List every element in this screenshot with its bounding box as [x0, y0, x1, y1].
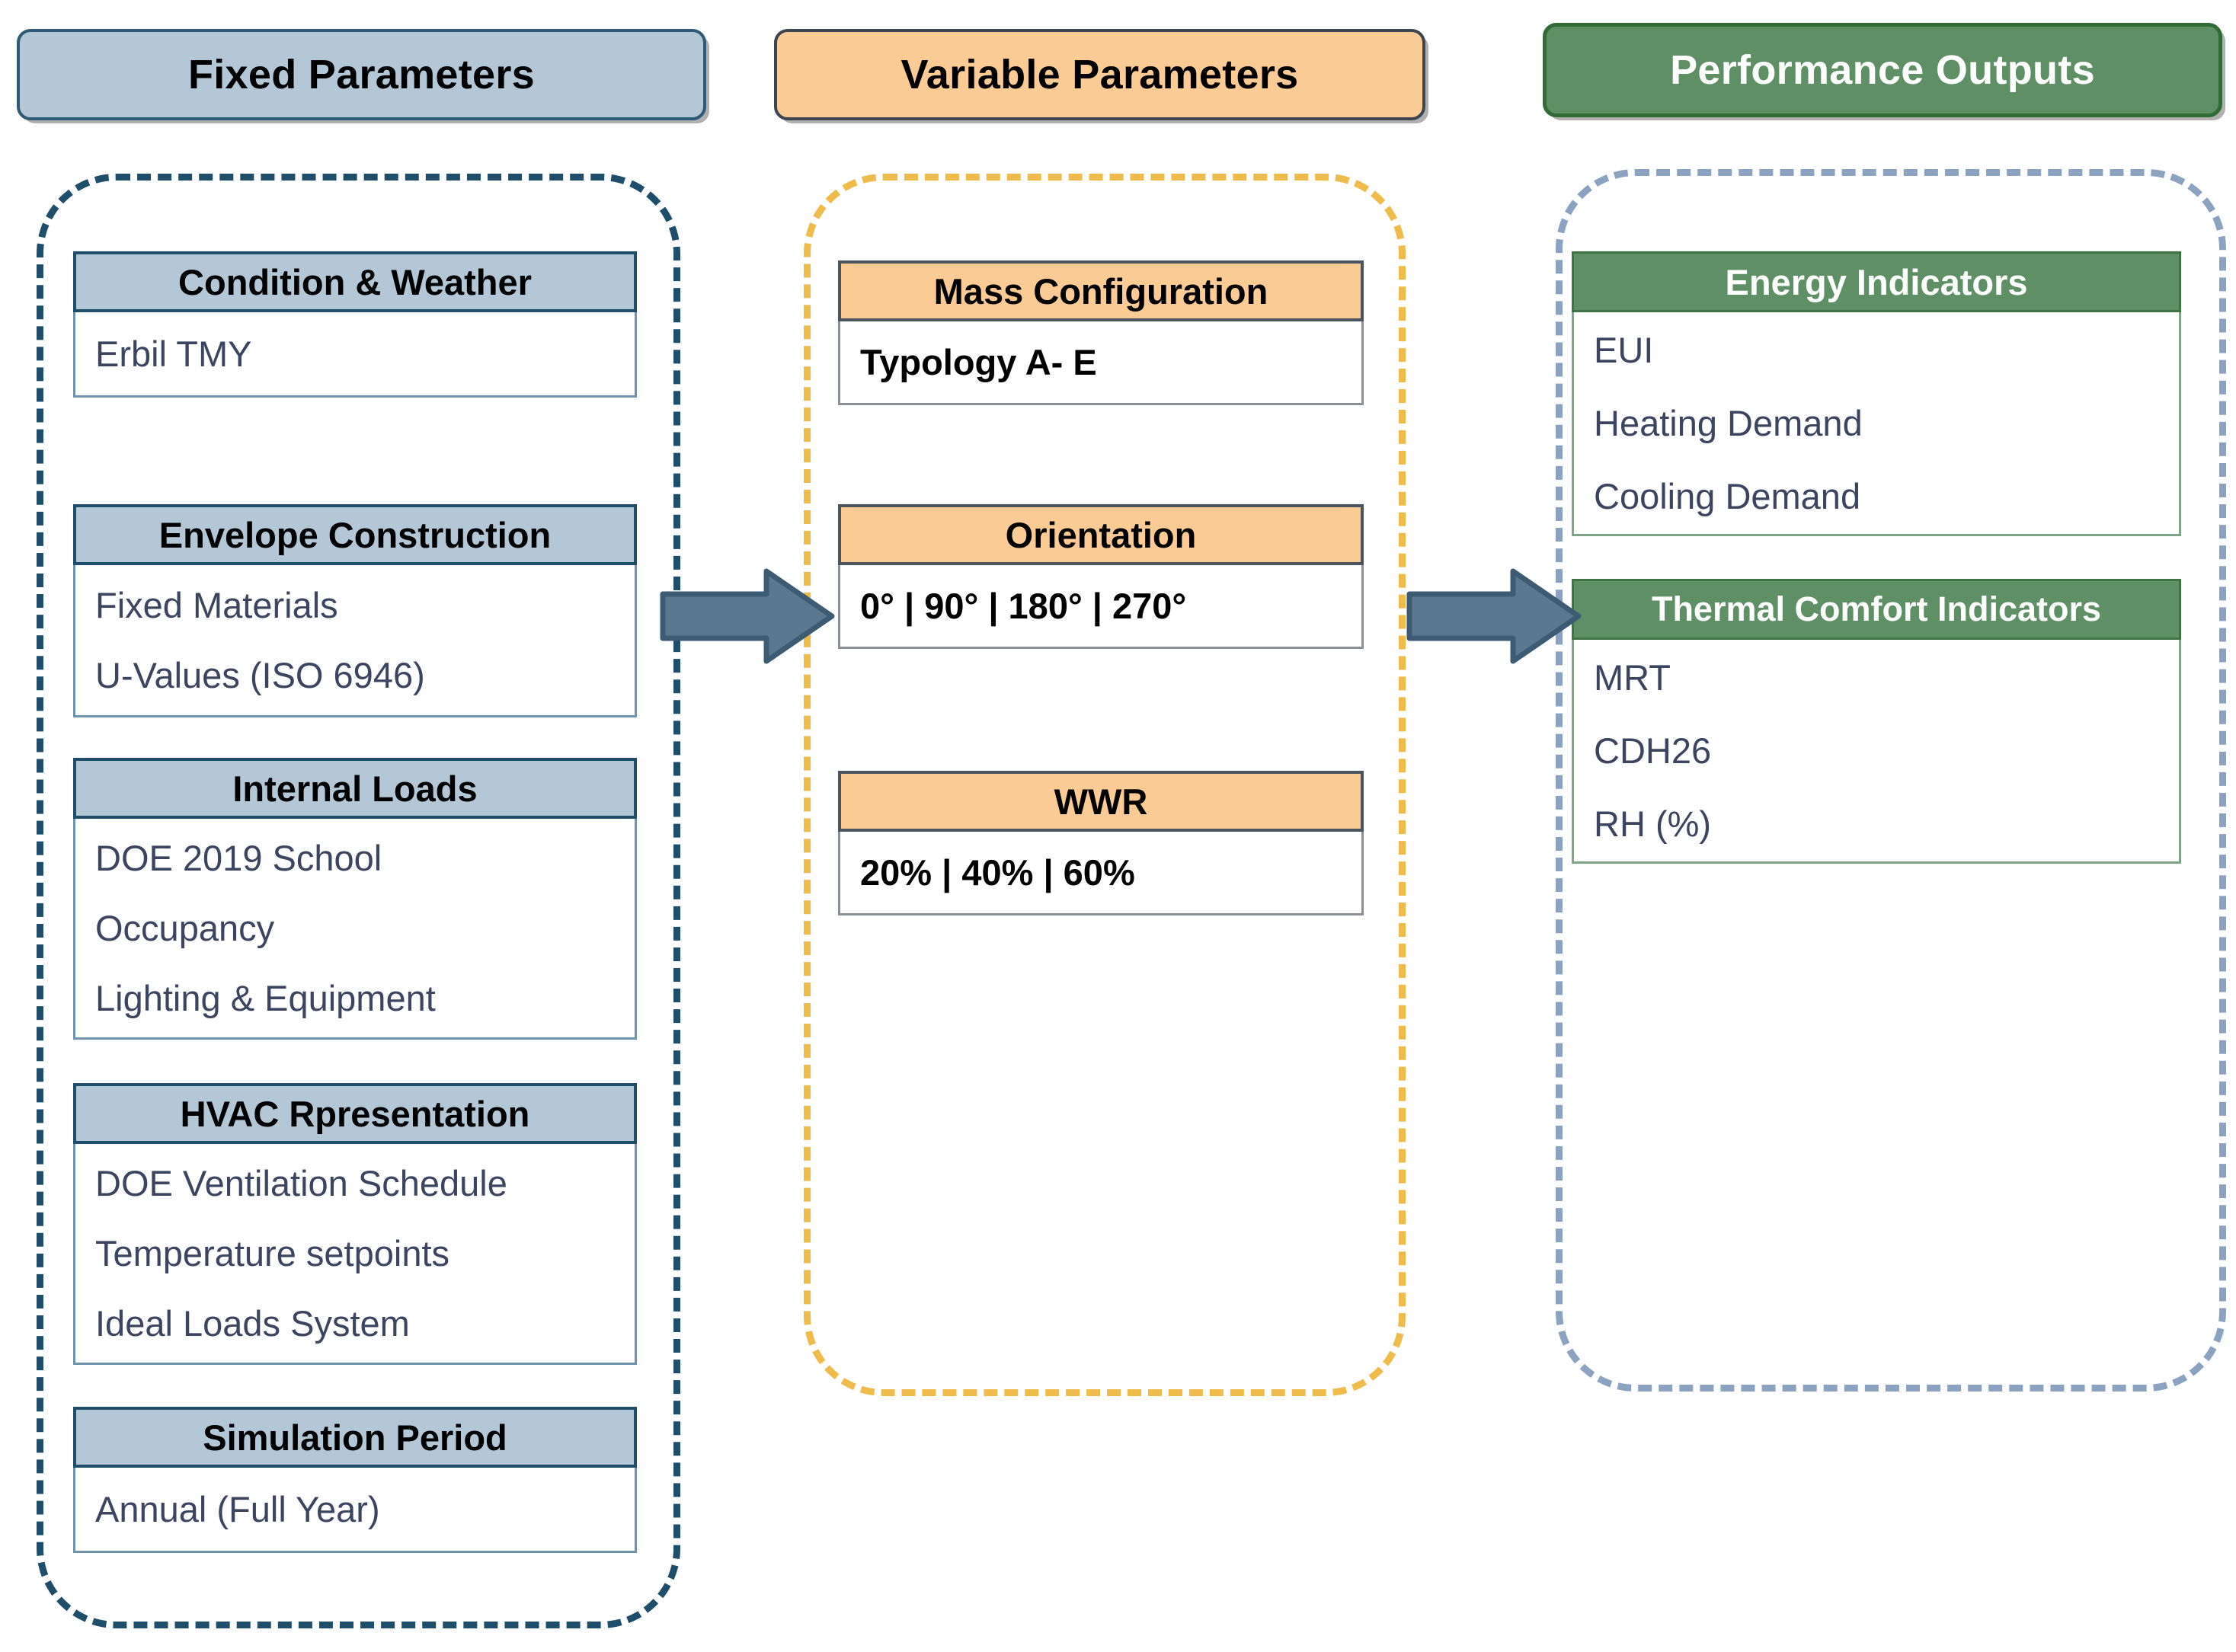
fixed-parameters-header: Fixed Parameters [17, 29, 706, 120]
card-line: Temperature setpoints [95, 1232, 450, 1273]
card-line: EUI [1594, 329, 1654, 370]
card-wwr: WWR 20% | 40% | 60% [838, 771, 1364, 915]
arrow-right-icon [660, 568, 835, 664]
card-title: Envelope Construction [73, 504, 637, 565]
card-line: Occupancy [95, 907, 275, 948]
card-hvac-representation: HVAC Rpresentation DOE Ventilation Sched… [73, 1083, 637, 1365]
card-body: Fixed Materials U-Values (ISO 6946) [73, 565, 637, 717]
card-body: Typology A- E [838, 321, 1364, 405]
card-orientation: Orientation 0° | 90° | 180° | 270° [838, 504, 1364, 649]
variable-parameters-zone [804, 174, 1406, 1396]
card-thermal-comfort-indicators: Thermal Comfort Indicators MRT CDH26 RH … [1572, 579, 2181, 864]
card-line: Heating Demand [1594, 402, 1863, 443]
card-line: RH (%) [1594, 803, 1712, 844]
card-line: U-Values (ISO 6946) [95, 654, 425, 695]
performance-outputs-header: Performance Outputs [1543, 23, 2222, 117]
card-body: EUI Heating Demand Cooling Demand [1572, 312, 2181, 536]
card-line: 20% | 40% | 60% [860, 852, 1135, 893]
card-line: Lighting & Equipment [95, 977, 436, 1018]
variable-parameters-header: Variable Parameters [774, 29, 1425, 120]
card-body: 20% | 40% | 60% [838, 832, 1364, 915]
performance-outputs-zone [1556, 169, 2226, 1392]
card-title: Mass Configuration [838, 260, 1364, 321]
card-title: Orientation [838, 504, 1364, 565]
card-title: Simulation Period [73, 1407, 637, 1468]
card-line: MRT [1594, 657, 1671, 698]
card-body: Annual (Full Year) [73, 1468, 637, 1553]
card-mass-configuration: Mass Configuration Typology A- E [838, 260, 1364, 405]
card-title: Internal Loads [73, 758, 637, 819]
card-title: HVAC Rpresentation [73, 1083, 637, 1144]
card-title: WWR [838, 771, 1364, 832]
card-body: Erbil TMY [73, 312, 637, 398]
card-internal-loads: Internal Loads DOE 2019 School Occupancy… [73, 758, 637, 1040]
card-body: 0° | 90° | 180° | 270° [838, 565, 1364, 649]
card-line: DOE 2019 School [95, 837, 382, 878]
card-title: Energy Indicators [1572, 251, 2181, 312]
card-line: Fixed Materials [95, 584, 338, 625]
arrow-right-icon [1406, 568, 1582, 664]
card-line: Typology A- E [860, 341, 1097, 382]
card-simulation-period: Simulation Period Annual (Full Year) [73, 1407, 637, 1553]
fixed-parameters-zone [37, 174, 680, 1628]
card-body: DOE Ventilation Schedule Temperature set… [73, 1144, 637, 1365]
card-body: MRT CDH26 RH (%) [1572, 640, 2181, 864]
card-line: CDH26 [1594, 730, 1712, 771]
card-title: Condition & Weather [73, 251, 637, 312]
card-line: Ideal Loads System [95, 1302, 410, 1344]
card-line: Cooling Demand [1594, 475, 1861, 516]
card-condition-and-weather: Condition & Weather Erbil TMY [73, 251, 637, 398]
card-title: Thermal Comfort Indicators [1572, 579, 2181, 640]
card-line: 0° | 90° | 180° | 270° [860, 585, 1187, 626]
card-line: DOE Ventilation Schedule [95, 1162, 507, 1203]
card-line: Annual (Full Year) [95, 1488, 380, 1529]
card-envelope-construction: Envelope Construction Fixed Materials U-… [73, 504, 637, 717]
card-energy-indicators: Energy Indicators EUI Heating Demand Coo… [1572, 251, 2181, 536]
card-line: Erbil TMY [95, 333, 252, 374]
card-body: DOE 2019 School Occupancy Lighting & Equ… [73, 819, 637, 1040]
